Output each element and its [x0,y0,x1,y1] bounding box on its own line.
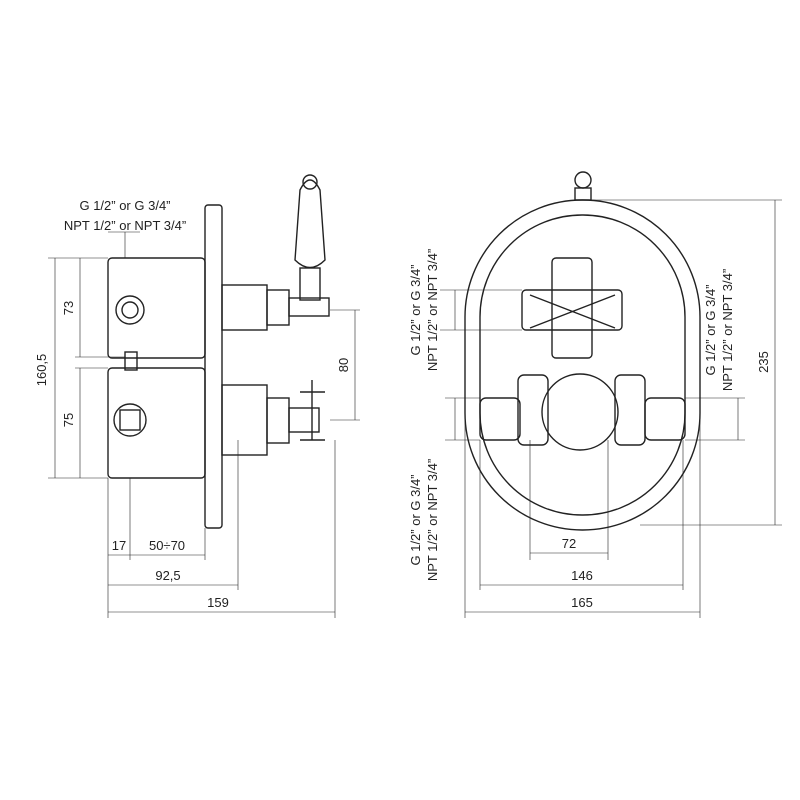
dim-165: 165 [571,595,593,610]
lower-body [107,367,206,479]
wall-plate [204,204,223,529]
right-thread-g: G 1/2” or G 3/4” [703,284,718,375]
dim-handles: 80 [336,358,351,372]
right-thread-npt: NPT 1/2” or NPT 3/4” [720,269,735,391]
dim-17: 17 [112,538,126,553]
dim-lower: 75 [61,413,76,427]
lower-left-thread-npt: NPT 1/2” or NPT 3/4” [425,459,440,581]
thread-label-g: G 1/2” or G 3/4” [79,198,170,213]
dim-total-height: 160,5 [34,354,49,387]
upper-left-thread-g: G 1/2” or G 3/4” [408,264,423,355]
lever-handle [294,179,326,269]
dim-upper: 73 [61,301,76,315]
oval-plate [464,199,701,531]
dim-72: 72 [562,536,576,551]
side-view: G 1/2” or G 3/4” NPT 1/2” or NPT 3/4” 16… [34,174,360,618]
dim-depth-range: 50÷70 [149,538,185,553]
upper-left-thread-npt: NPT 1/2” or NPT 3/4” [425,249,440,371]
dim-159: 159 [207,595,229,610]
front-view: G 1/2” or G 3/4” NPT 1/2” or NPT 3/4” G … [408,171,782,618]
diverter-cross [521,289,623,331]
mixer-body [541,373,619,451]
dim-146: 146 [571,568,593,583]
lower-left-thread-g: G 1/2” or G 3/4” [408,474,423,565]
dim-height: 235 [756,351,771,373]
thread-label-npt: NPT 1/2” or NPT 3/4” [64,218,186,233]
cross-handle [300,380,325,441]
upper-body [107,257,206,359]
dim-92-5: 92,5 [155,568,180,583]
